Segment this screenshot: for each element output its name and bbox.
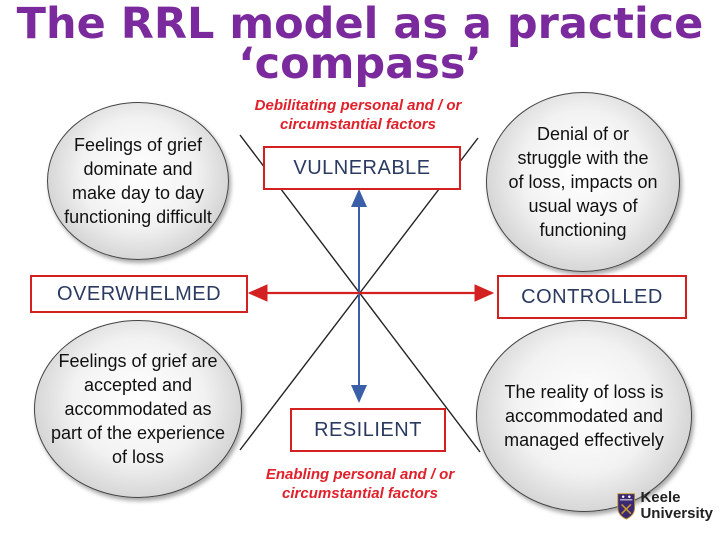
pole-overwhelmed: OVERWHELMED [30,275,248,313]
quadrant-bottom-left-text: Feelings of grief are accepted and accom… [50,351,226,467]
slide-title-line-1: The RRL model as a practice [16,0,704,49]
quadrant-top-left-text: Feelings of grief dominate and make day … [64,135,212,227]
pole-vulnerable: VULNERABLE [263,146,461,190]
enabling-factors-label: Enabling personal and / or circumstantia… [265,466,455,502]
logo-text-line-1: Keele [640,489,681,506]
slide-title-line-2: ‘compass’ [238,39,482,89]
quadrant-top-right-bubble: Denial of or struggle with the of loss, … [486,92,680,272]
logo-text-line-2: University [640,505,713,522]
quadrant-bottom-left-bubble: Feelings of grief are accepted and accom… [34,320,242,498]
pole-resilient: RESILIENT [290,408,446,452]
pole-controlled: CONTROLLED [497,275,687,319]
quadrant-bottom-right-bubble: The reality of loss is accommodated and … [476,320,692,512]
shield-icon [617,493,636,520]
quadrant-bottom-right-text: The reality of loss is accommodated and … [504,382,664,450]
debilitating-factors-label: Debilitating personal and / or circumsta… [254,97,462,133]
quadrant-top-right-text: Denial of or struggle with the of loss, … [508,124,658,240]
quadrant-top-left-bubble: Feelings of grief dominate and make day … [47,102,229,260]
keele-university-logo: Keele University [617,485,713,527]
